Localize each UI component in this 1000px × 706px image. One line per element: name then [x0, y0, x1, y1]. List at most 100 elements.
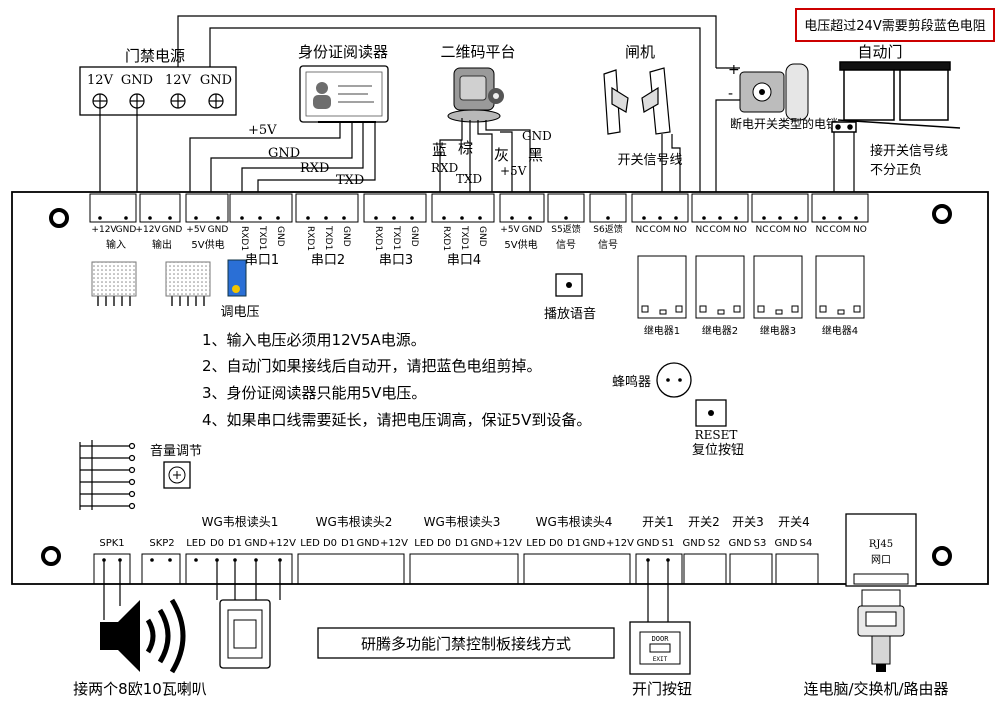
pin-label: COM: [709, 225, 730, 235]
pin-label: COM: [829, 225, 850, 235]
pin-label: GND: [471, 538, 494, 549]
lock-minus: -: [728, 86, 733, 102]
auto-door-signal-2: 不分正负: [870, 163, 922, 178]
adjust-voltage-label: 调电压: [220, 305, 259, 320]
warning-note-box: [795, 8, 995, 42]
wire-label-rxd: RXD: [300, 161, 329, 176]
wire-label-5v: +5V: [248, 123, 277, 138]
voltage-trimmer[interactable]: [227, 259, 247, 297]
pin-label: NC: [695, 225, 708, 235]
pin-label: LED: [526, 538, 546, 549]
pin-label: LED: [186, 538, 206, 549]
speaker-caption: 接两个8欧10瓦喇叭: [73, 680, 207, 698]
play-voice-label: 播放语音: [544, 306, 596, 322]
exit-button-wires: [647, 560, 669, 622]
note-line: 1、输入电压必须用12V5A电源。: [202, 331, 426, 349]
pin-label: TXD1: [257, 225, 267, 250]
qr-platform-title: 二维码平台: [440, 43, 515, 61]
rj45-label: RJ45: [869, 539, 893, 550]
relay-label: 继电器4: [822, 324, 858, 337]
pin-label: GND: [208, 225, 229, 235]
wire-label-gnd: GND: [268, 146, 300, 161]
top-pin-labels: +12V GND +12V GND +5V GND +5V GND S5返馈 S…: [91, 223, 866, 235]
pin-label: S5返馈: [551, 223, 580, 235]
qr-wire-5v: +5V: [500, 164, 527, 178]
pin-label: D1: [341, 538, 355, 549]
volume-label: 音量调节: [150, 443, 202, 459]
power-terminals: 12V GND 12V GND: [87, 73, 232, 109]
bottom-terminal-blocks: [93, 553, 819, 585]
terminal-title: WG韦根读头3: [424, 515, 501, 529]
speaker-wires: [103, 560, 121, 620]
pin-label: +12V: [135, 225, 161, 235]
pin-label: S4: [800, 538, 813, 549]
serial-port-label: 串口4: [447, 253, 481, 268]
pin-label: +5V: [186, 225, 206, 235]
pin-label: NC: [815, 225, 828, 235]
pin-label: +12V: [268, 538, 296, 549]
lock-wires: [715, 67, 740, 212]
pin-label: RXD1: [305, 226, 315, 251]
pin-label: COM: [649, 225, 670, 235]
terminal-group-label: 5V供电: [504, 238, 537, 251]
trimmer-screw-icon: [232, 285, 240, 293]
power-terminal-label: GND: [121, 73, 153, 88]
qr-wire-txd: TXD: [456, 172, 482, 186]
qr-wire-gnd: GND: [522, 129, 552, 143]
bottom-pin-labels: SPK1 SKP2 LED D0 D1 GND +12V LED D0 D1 G…: [99, 538, 812, 549]
regulator-chips: [91, 261, 211, 306]
wiegand-reader-device: [219, 599, 271, 669]
serial-port-label: 串口3: [379, 253, 413, 268]
pin-label: S2: [708, 538, 721, 549]
relay-label: 继电器3: [760, 324, 796, 337]
terminal-title: 开关3: [732, 515, 764, 529]
power-terminal-label: 12V: [87, 73, 114, 88]
terminal-title: 开关1: [642, 515, 674, 529]
qr-wire-rxd: RXD: [431, 161, 458, 175]
pin-label: GND: [583, 538, 606, 549]
pin-label: RXD1: [239, 226, 249, 251]
pin-label: NO: [853, 225, 867, 235]
pin-label: GND: [409, 226, 419, 247]
terminal-group-label: 信号: [598, 239, 618, 251]
power-terminal-label: 12V: [165, 73, 192, 88]
pin-label: GND: [522, 225, 543, 235]
pin-label: GND: [116, 225, 137, 235]
terminal-title: 开关4: [778, 515, 810, 529]
qr-wire-grey: 灰: [494, 146, 509, 164]
pin-label: SKP2: [149, 538, 174, 549]
button-dot-icon: [566, 282, 572, 288]
exit-button-caption: 开门按钮: [632, 680, 692, 698]
relay-label: 继电器2: [702, 324, 738, 337]
diagram-title-box: [317, 627, 615, 659]
pin-label: S6返馈: [593, 223, 622, 235]
pin-label: +12V: [494, 538, 522, 549]
serial-pin-labels: RXD1 TXD1 GND RXD1 TXD1 GND RXD1 TXD1 GN…: [239, 225, 487, 251]
pin-label: LED: [414, 538, 434, 549]
serial-port-label: 串口2: [311, 253, 345, 268]
buzzer-icon: [656, 362, 692, 398]
note-line: 4、如果串口线需要延长，请把电压调高，保证5V到设备。: [202, 411, 591, 429]
pin-label: GND: [275, 226, 285, 247]
network-caption: 连电脑/交换机/路由器: [803, 680, 948, 698]
serial-port-labels: 串口1 串口2 串口3 串口4: [245, 253, 481, 268]
qr-wire-brown: 棕: [458, 139, 473, 157]
exit-button-door-text: DOOR: [652, 635, 670, 643]
speaker-icon: [100, 598, 186, 674]
pin-label: S1: [662, 538, 675, 549]
bottom-terminal-titles: WG韦根读头1 WG韦根读头2 WG韦根读头3 WG韦根读头4 开关1 开关2 …: [202, 515, 810, 529]
gate-title: 闸机: [625, 43, 655, 61]
id-reader-title: 身份证阅读器: [298, 43, 388, 61]
top-terminal-group-labels: 输入 输出 5V供电 5V供电 信号 信号: [106, 238, 618, 251]
pin-label: TXD1: [323, 225, 333, 250]
lock-caption: 断电开关类型的电锁: [730, 116, 838, 131]
pin-label: GND: [775, 538, 798, 549]
pin-label: +5V: [500, 225, 520, 235]
qr-wire-black: 黑: [528, 146, 543, 164]
terminal-title: WG韦根读头2: [316, 515, 393, 529]
warning-note: 电压超过24V需要剪段蓝色电阻: [804, 18, 985, 34]
pin-label: GND: [683, 538, 706, 549]
pin-label: D1: [455, 538, 469, 549]
button-dot-icon: [708, 410, 714, 416]
